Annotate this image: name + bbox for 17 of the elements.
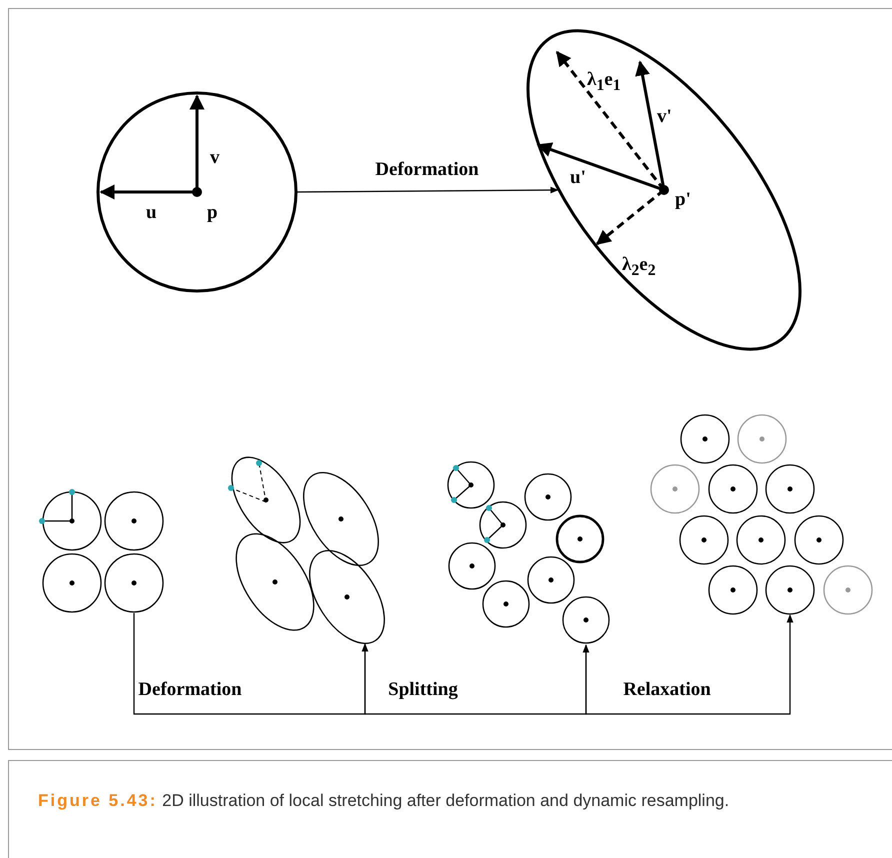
vector-label: u bbox=[146, 203, 157, 222]
edge-label: Splitting bbox=[388, 680, 458, 699]
figure-caption: Figure 5.43: 2D illustration of local stretching after deformation and dynamic resampling. bbox=[38, 790, 730, 812]
edge-label: Relaxation bbox=[623, 680, 711, 699]
vector-label: λ$_{1}$e$_{1}$ bbox=[587, 70, 621, 94]
vector-label: p bbox=[207, 203, 218, 222]
arrow bbox=[585, 614, 794, 715]
vector-label: v' bbox=[657, 107, 672, 126]
vector-label: u' bbox=[570, 168, 586, 187]
arrow bbox=[297, 186, 559, 194]
vector-label: v bbox=[210, 148, 220, 167]
vector-label: λ$_{2}$e$_{2}$ bbox=[622, 255, 656, 279]
vector-label: p' bbox=[675, 190, 691, 209]
arrow bbox=[133, 613, 368, 715]
arrow bbox=[364, 644, 590, 715]
edge-label: Deformation bbox=[138, 680, 242, 699]
edge-label: Deformation bbox=[375, 160, 479, 179]
